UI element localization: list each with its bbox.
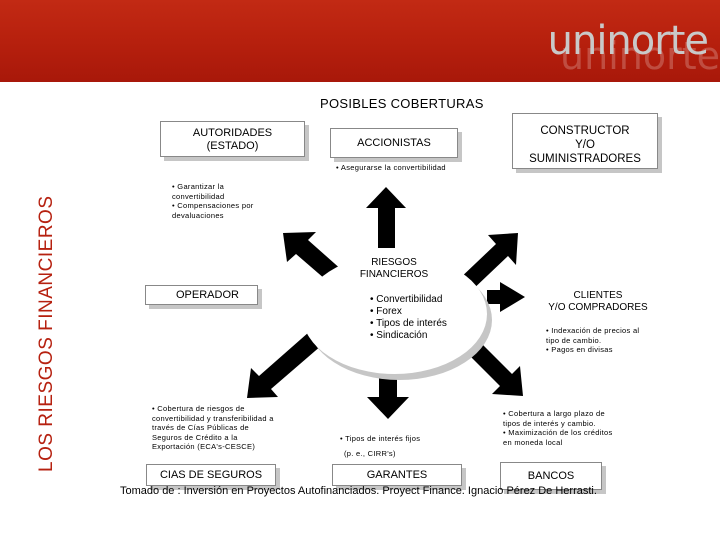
note-line: devaluaciones	[172, 210, 224, 220]
arrow-down-right	[460, 334, 523, 396]
center-item: • Sindicación	[370, 330, 428, 341]
node-clientes-line2: Y/O COMPRADORES	[548, 302, 648, 313]
center-items: • Convertibilidad • Forex • Tipos de int…	[370, 294, 447, 342]
note-line: (p. e., CIRR's)	[344, 448, 396, 458]
node-bancos: BANCOS	[500, 462, 602, 490]
note-line: convertibilidad	[172, 191, 225, 201]
node-garantes: GARANTES	[332, 464, 462, 486]
note-bancos: • Cobertura a largo plazo de tipos de in…	[503, 409, 613, 447]
note-accionistas: • Asegurarse la convertibilidad	[336, 163, 446, 173]
note-line: • Tipos de interés fijos	[340, 434, 421, 443]
center-riesgos-financieros	[302, 254, 487, 374]
note-cias: • Cobertura de riesgos de convertibilida…	[152, 404, 274, 452]
page-title: POSIBLES COBERTURAS	[320, 96, 484, 111]
note-line: • Indexación de precios al	[546, 326, 640, 335]
center-item: • Convertibilidad	[370, 294, 443, 305]
node-constructor-line1: CONSTRUCTOR	[540, 125, 630, 137]
arrow-up	[366, 187, 406, 248]
node-autoridades-line1: AUTORIDADES	[192, 127, 273, 139]
node-clientes: CLIENTES Y/O COMPRADORES	[538, 290, 658, 314]
note-line: convertibilidad y transferibilidad a	[152, 413, 274, 423]
arrow-down-left	[247, 332, 322, 398]
uninorte-logo: uninorte	[547, 18, 709, 64]
logo-ghost-text: uninorte	[560, 34, 720, 78]
arrow-right	[487, 282, 525, 312]
center-item: • Tipos de interés	[370, 318, 447, 329]
note-line: en moneda local	[503, 437, 563, 447]
note-garantes: • Tipos de interés fijos (p. e., CIRR's)	[340, 434, 420, 458]
source-footer: Tomado de : Inversión en Proyectos Autof…	[120, 485, 597, 497]
arrow-up-right	[456, 233, 518, 294]
node-cias-seguros: CIAS DE SEGUROS	[146, 464, 276, 486]
note-line: • Maximización de los créditos	[503, 428, 613, 437]
center-title-line2: FINANCIEROS	[359, 269, 429, 280]
node-bancos-label: BANCOS	[527, 470, 575, 482]
note-line: • Compensaciones por	[172, 201, 254, 210]
node-accionistas-label: ACCIONISTAS	[357, 137, 431, 149]
note-line: Seguros de Crédito a la	[152, 432, 238, 442]
node-cias-seguros-label: CIAS DE SEGUROS	[159, 469, 263, 481]
center-item: • Forex	[370, 306, 402, 317]
node-operador-label: OPERADOR	[176, 289, 239, 301]
node-constructor: CONSTRUCTOR Y/O SUMINISTRADORES	[512, 113, 658, 169]
node-operador: OPERADOR	[145, 285, 258, 305]
note-line: • Asegurarse la convertibilidad	[336, 163, 446, 172]
center-title: RIESGOS FINANCIEROS	[356, 257, 432, 281]
node-garantes-label: GARANTES	[366, 469, 428, 481]
note-clientes: • Indexación de precios al tipo de cambi…	[546, 326, 639, 355]
note-line: Exportación (ECA's-CESCE)	[152, 442, 256, 451]
note-line: • Garantizar la	[172, 182, 225, 191]
note-line: tipo de cambio.	[546, 335, 602, 345]
node-constructor-line2: Y/O	[575, 139, 595, 151]
note-line: tipos de interés y cambio.	[503, 418, 596, 428]
note-line: través de Cías Públicas de	[152, 423, 250, 432]
note-line: • Cobertura a largo plazo de	[503, 409, 605, 418]
node-autoridades-line2: (ESTADO)	[206, 140, 259, 152]
note-line: • Cobertura de riesgos de	[152, 404, 245, 413]
node-clientes-line1: CLIENTES	[573, 290, 623, 301]
arrow-down	[367, 373, 409, 419]
note-line: • Pagos en divisas	[546, 345, 613, 354]
node-autoridades: AUTORIDADES (ESTADO)	[160, 121, 305, 157]
note-autoridades: • Garantizar la convertibilidad • Compen…	[172, 182, 254, 220]
node-constructor-line3: SUMINISTRADORES	[529, 153, 641, 165]
node-accionistas: ACCIONISTAS	[330, 128, 458, 158]
center-title-line1: RIESGOS	[371, 257, 417, 268]
header-band: uninorte uninorte	[0, 0, 720, 82]
